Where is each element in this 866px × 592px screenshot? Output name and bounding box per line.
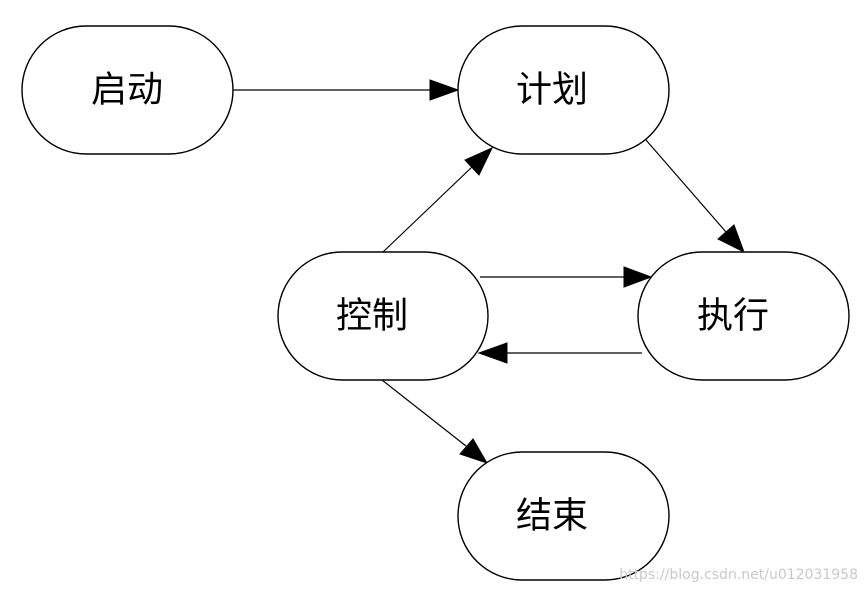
node-start: 启动	[21, 25, 234, 155]
node-plan-label: 计划	[516, 70, 588, 111]
node-execute: 执行	[637, 251, 850, 381]
edge-control-to-plan	[382, 146, 494, 253]
edge-control-to-end	[381, 379, 489, 464]
edge-execute-to-control	[477, 342, 642, 364]
node-end-label: 结束	[516, 496, 588, 537]
edge-plan-to-execute	[645, 139, 745, 254]
node-control: 控制	[277, 251, 489, 381]
node-control-label: 控制	[336, 296, 408, 337]
node-plan: 计划	[457, 25, 670, 155]
edge-control-to-execute	[480, 266, 653, 288]
edges	[232, 79, 745, 464]
node-start-label: 启动	[91, 70, 163, 111]
node-end: 结束	[457, 451, 670, 581]
edge-start-to-plan	[232, 79, 460, 101]
node-execute-label: 执行	[697, 296, 769, 337]
nodes: 启动 计划 控制 执行 结束	[21, 25, 850, 581]
watermark-text: https://blog.csdn.net/u012031958	[619, 567, 858, 583]
